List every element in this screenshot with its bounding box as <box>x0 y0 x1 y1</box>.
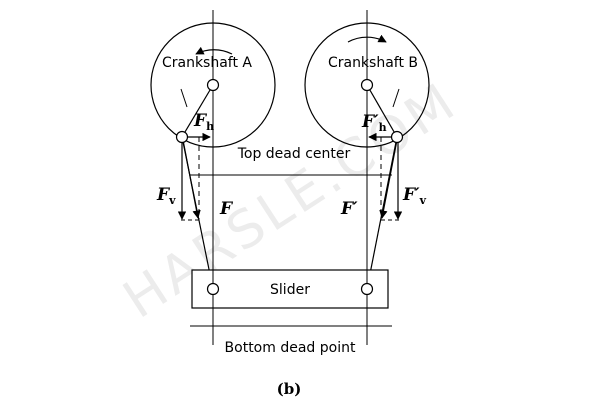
top-dead-center-label: Top dead center <box>237 146 351 162</box>
angle-tick-a <box>180 88 188 108</box>
bottom-dead-point-label: Bottom dead point <box>225 340 356 356</box>
angle-tick-b <box>392 88 400 108</box>
crankshaft-a-wheel <box>150 22 276 148</box>
slider-label: Slider <box>270 282 310 298</box>
force-label-resultant-left: F <box>219 199 234 219</box>
slider-body <box>191 269 389 309</box>
slider-pin-left <box>206 282 220 296</box>
rotation-arrow-a <box>195 46 233 55</box>
force-label-vertical-left: Fv <box>156 185 176 207</box>
rotation-arrow-b <box>347 34 387 43</box>
crankshaft-a-label: Crankshaft A <box>162 55 252 71</box>
force-label-horizontal-right: F′h <box>361 112 387 134</box>
crank-center-a <box>206 78 220 92</box>
crank-arm-b <box>366 84 398 138</box>
force-arrow-resultant-left <box>182 139 201 219</box>
crank-pin-b <box>390 130 404 144</box>
crankshaft-b-wheel <box>304 22 430 148</box>
crankshaft-b-label: Crankshaft B <box>328 55 418 71</box>
crank-arm-a <box>181 84 214 138</box>
figure-caption: (b) <box>277 380 302 398</box>
crank-pin-a <box>175 130 189 144</box>
force-arrow-resultant-right <box>379 139 398 219</box>
slider-pin-right <box>360 282 374 296</box>
force-label-vertical-right: F′v <box>402 185 427 207</box>
force-label-horizontal-left: Fh <box>193 111 214 133</box>
force-label-resultant-right: F′ <box>340 199 358 219</box>
crank-center-b <box>360 78 374 92</box>
